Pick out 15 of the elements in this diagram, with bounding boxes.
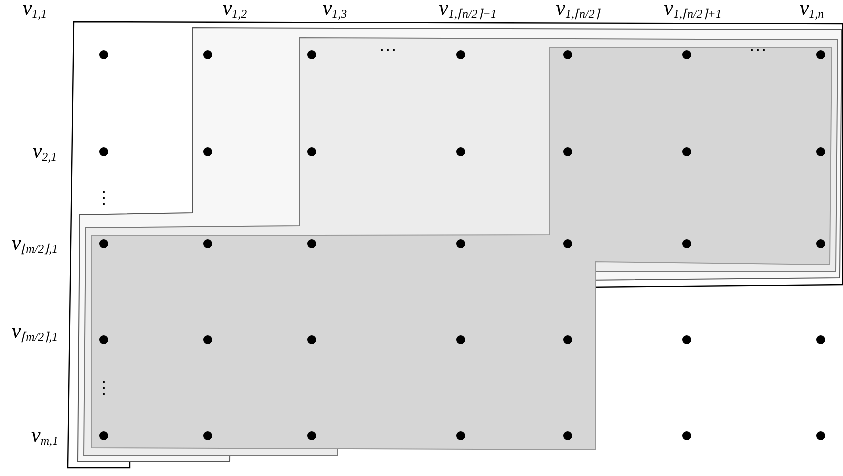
column-label: v$_{1,3}$ [322,0,348,20]
row-label: v$_{⌊m/2⌋,1}$ [12,233,58,255]
column-label: v$_{1,2}$ [222,0,248,20]
column-label: v$_{1,n}$ [800,0,824,20]
column-label: v$_{1,⌈n/2⌉}$ [556,0,600,20]
ellipsis-mark: ⋯ [379,41,397,59]
column-label: v$_{1,⌈n/2⌉+1}$ [664,0,722,20]
column-label: v$_{1,1}$ [22,0,48,20]
row-label: v$_{2,1}$ [32,141,58,163]
row-label: v$_{⌈m/2⌉,1}$ [12,321,58,343]
ellipsis-mark: ⋮ [95,189,113,207]
row-label: v$_{m,1}$ [32,425,58,447]
ellipsis-mark: ⋯ [749,41,767,59]
column-label: v$_{1,⌈n/2⌉−1}$ [439,0,497,20]
ellipsis-mark: ⋮ [95,379,113,397]
